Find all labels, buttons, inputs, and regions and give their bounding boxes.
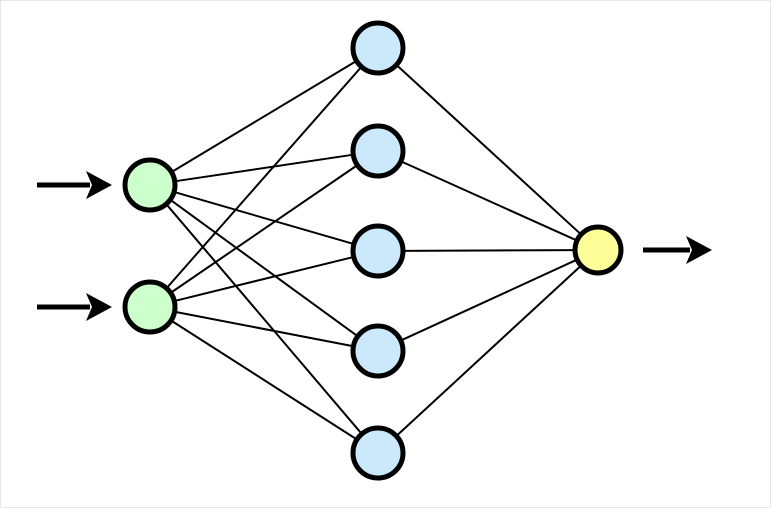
neuron-node-h1[interactable] [350, 20, 406, 76]
output-arrow [643, 236, 712, 264]
connection-edge [173, 310, 355, 348]
connection-edge [169, 198, 359, 338]
connection-edge [401, 249, 577, 252]
connection-edge [165, 203, 363, 435]
connection-edge [169, 164, 359, 294]
connection-edge [170, 319, 358, 441]
neuron-node-h5[interactable] [350, 425, 406, 481]
neuron-node-i2[interactable] [122, 279, 178, 335]
connection-edge [395, 63, 583, 236]
connection-edge [173, 255, 355, 303]
neuron-node-h4[interactable] [350, 323, 406, 379]
connection-edges-group [165, 59, 583, 441]
io-arrows-group [37, 171, 712, 321]
neuron-node-h2[interactable] [350, 123, 406, 179]
connection-edge [165, 65, 363, 290]
arrow-head [686, 236, 712, 264]
arrow-head [86, 171, 112, 199]
connection-edge [173, 190, 355, 246]
input-arrow [37, 171, 112, 199]
neuron-node-h3[interactable] [350, 223, 406, 279]
neuron-nodes-group [122, 20, 624, 481]
input-arrow [37, 293, 112, 321]
connection-edge [399, 258, 579, 342]
connection-edge [173, 153, 355, 183]
connection-edge [170, 59, 358, 174]
connection-edge [399, 160, 579, 242]
neuron-node-i1[interactable] [122, 157, 178, 213]
arrow-head [86, 293, 112, 321]
neuron-node-o1[interactable] [572, 224, 624, 276]
connection-edge [395, 264, 583, 438]
